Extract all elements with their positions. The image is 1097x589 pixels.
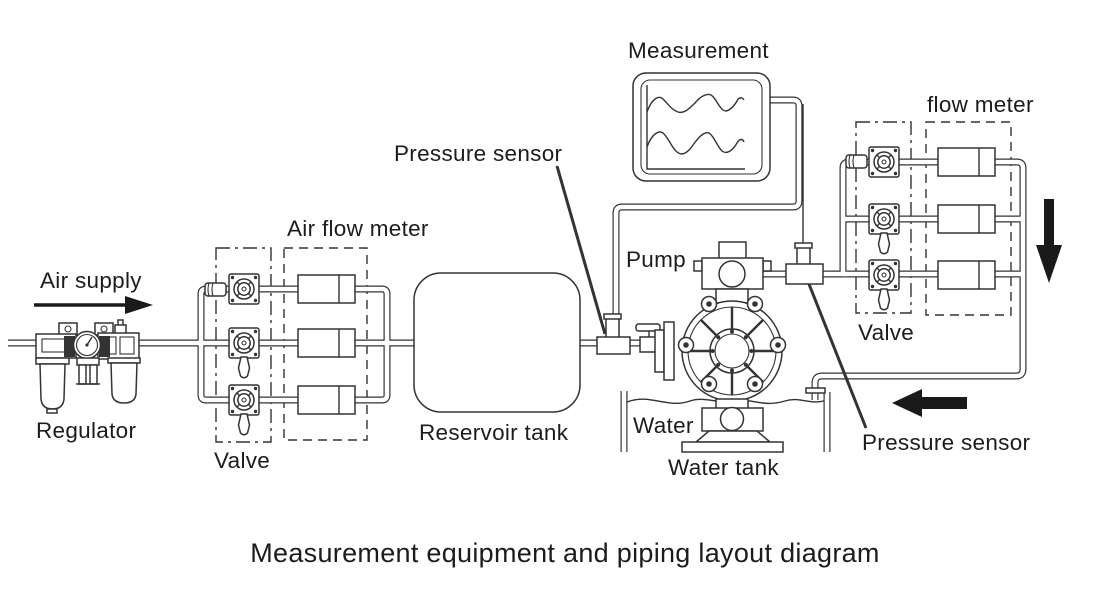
flow-meter-symbol — [937, 260, 996, 290]
return-pipe-flange — [805, 387, 826, 394]
valve-left-label: Valve — [214, 448, 270, 473]
valve-handle — [877, 288, 891, 311]
flow-meter-symbol — [297, 328, 356, 358]
leader-pressure-sensor-top — [555, 165, 607, 335]
flow-meter-symbol — [937, 147, 996, 177]
waveform-upper — [646, 93, 745, 114]
valve-symbol — [868, 146, 900, 178]
valve-bank-right — [845, 146, 900, 311]
pump-label: Pump — [626, 247, 686, 272]
water-label: Water — [633, 413, 694, 438]
pipe-fitting — [845, 154, 868, 169]
valve-symbol — [868, 259, 900, 291]
measurement-label: Measurement — [628, 38, 769, 63]
reservoir-tank — [413, 272, 581, 413]
air-flow-meter-label: Air flow meter — [287, 216, 429, 241]
air-flow-meter-bank — [297, 274, 356, 415]
flow-meter-symbol — [297, 274, 356, 304]
regulator — [35, 319, 141, 414]
reservoir-tank-label: Reservoir tank — [419, 420, 569, 445]
valve-symbol — [228, 273, 260, 305]
valve-handle — [237, 413, 251, 436]
valve-symbol — [228, 327, 260, 359]
screen-axes — [646, 85, 745, 170]
down-arrow-icon — [1036, 199, 1062, 283]
air-supply-label: Air supply — [40, 268, 142, 293]
regulator-label: Regulator — [36, 418, 136, 443]
pump — [654, 241, 787, 453]
water-tank-label: Water tank — [668, 455, 779, 480]
pump-flange-bolts — [677, 295, 787, 393]
leader-pressure-sensor-bottom — [803, 273, 868, 429]
measurement-monitor — [632, 72, 771, 182]
valve-handle — [237, 356, 251, 379]
flow-meter-symbol — [937, 204, 996, 234]
valve-box-right — [855, 121, 912, 314]
flow-meter-symbol — [297, 385, 356, 415]
valve-handle — [877, 232, 891, 255]
pressure-sensor-right — [785, 242, 824, 285]
diagram-caption: Measurement equipment and piping layout … — [250, 538, 879, 568]
pressure-sensor-left — [596, 313, 631, 355]
pump-hub-bolts — [710, 329, 754, 373]
valve-box-left — [215, 247, 272, 443]
valve-symbol — [228, 384, 260, 416]
flow-meter-bank — [937, 147, 996, 290]
pump-spokes — [688, 307, 776, 395]
pressure-sensor-top-label: Pressure sensor — [394, 141, 563, 166]
waveform-lower — [646, 131, 745, 155]
left-arrow-icon — [892, 389, 967, 417]
valve-right-label: Valve — [858, 320, 914, 345]
valve-bank-left — [204, 273, 260, 436]
pressure-sensor-bottom-label: Pressure sensor — [862, 430, 1031, 455]
pipe-fitting — [204, 282, 227, 297]
air-supply-arrow — [34, 296, 153, 314]
valve-symbol — [868, 203, 900, 235]
flow-meter-label: flow meter — [927, 92, 1034, 117]
